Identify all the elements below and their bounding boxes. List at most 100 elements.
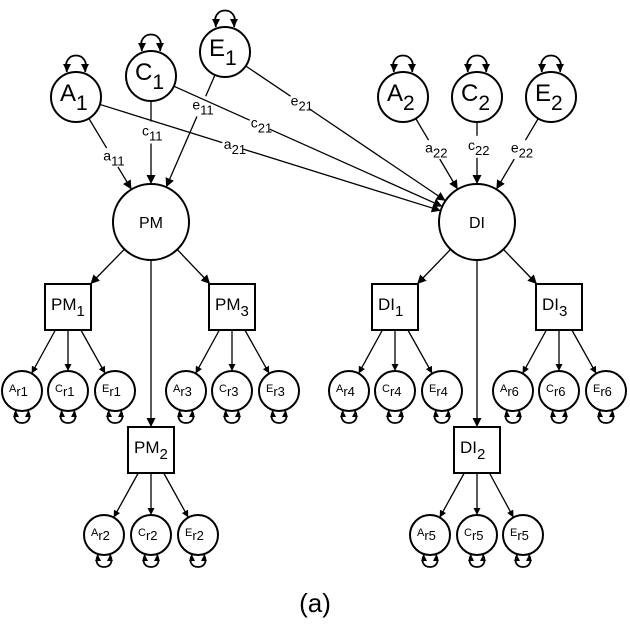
latent-variable-circle	[377, 71, 429, 123]
path-DI3-to-Er6	[571, 329, 597, 374]
edge-arrow	[243, 148, 441, 213]
latent-variable-circle	[502, 514, 544, 556]
edge-arrow	[407, 329, 433, 374]
loop-arrowhead-icon	[514, 555, 520, 561]
loop-arrowhead-icon	[550, 411, 556, 417]
node-cr2: Cr2	[130, 514, 172, 568]
node-cr6: Cr6	[538, 370, 580, 424]
node-c1: C1	[125, 33, 177, 102]
edge-arrow	[31, 329, 56, 374]
node-a1: A1	[50, 54, 102, 123]
node-label-subscript: r6	[600, 384, 612, 399]
observed-variable-box	[453, 426, 501, 474]
variance-loop-icon	[214, 9, 236, 28]
node-label: C2	[461, 80, 490, 115]
node-ar1: Ar1	[1, 370, 43, 424]
node-label-subscript: r3	[180, 384, 192, 399]
node-label-subscript: r2	[98, 528, 110, 543]
node-label: DI1	[378, 295, 403, 320]
edge-arrow	[308, 107, 446, 202]
loop-arrowhead-icon	[154, 555, 160, 561]
loop-arrowhead-icon	[390, 64, 398, 72]
node-label: Ar5	[417, 527, 436, 543]
node-pm: PM	[112, 183, 190, 261]
node-label-base: C	[135, 59, 152, 86]
node-label: Ar2	[91, 527, 110, 543]
node-label-base: DI	[542, 295, 559, 314]
latent-variable-circle	[409, 514, 451, 556]
node-label-subscript: 1	[76, 92, 88, 115]
loop-arrowhead-icon	[270, 411, 276, 417]
node-label-base: PM	[134, 438, 160, 457]
node-label-subscript: 1	[77, 303, 85, 320]
path-PM1-to-Er1	[80, 329, 106, 374]
node-e2: E2	[525, 54, 577, 123]
path-A2-to-DI: a22	[415, 118, 459, 190]
loop-arrowhead-icon	[106, 411, 112, 417]
figure-caption: (a)	[299, 588, 331, 618]
edge-line	[88, 118, 108, 149]
node-label: PM	[139, 215, 163, 232]
label-subscript: 21	[232, 142, 246, 157]
observed-variable-box	[371, 283, 419, 331]
node-di3: DI3	[535, 283, 583, 331]
node-label-base: E	[185, 527, 192, 539]
path-DI3-to-Ar6	[522, 329, 547, 374]
node-c2: C2	[451, 54, 503, 123]
path-coefficient-label: e11	[192, 96, 213, 117]
node-a2: A2	[377, 54, 429, 123]
loop-arrowhead-icon	[81, 64, 89, 72]
loop-arrowhead-icon	[340, 411, 346, 417]
node-pm1: PM1	[44, 283, 92, 331]
node-label-base: C	[461, 80, 478, 107]
label-base: c	[251, 115, 258, 131]
loop-arrowhead-icon	[386, 411, 392, 417]
latent-variable-circle	[492, 370, 534, 412]
label-subscript: 11	[149, 129, 163, 144]
node-cr3: Cr3	[211, 370, 253, 424]
node-label-subscript: 2	[477, 446, 485, 463]
edge-arrow	[113, 472, 139, 518]
path-coefficient-label: c11	[142, 123, 163, 144]
loop-arrowhead-icon	[189, 555, 195, 561]
node-label: Ar6	[500, 383, 519, 399]
path-C1-to-PM: c11	[142, 101, 163, 184]
node-cr5: Cr5	[456, 514, 498, 568]
loop-arrowhead-icon	[538, 64, 546, 72]
loop-arrowhead-icon	[352, 411, 358, 417]
label-base: c	[142, 123, 149, 139]
node-label-base: C	[55, 383, 63, 395]
loop-arrowhead-icon	[25, 411, 31, 417]
variance-loop-icon	[466, 54, 488, 73]
label-subscript: 22	[475, 143, 489, 158]
loop-arrowhead-icon	[13, 411, 19, 417]
loop-arrowhead-icon	[562, 411, 568, 417]
loop-arrowhead-icon	[201, 555, 207, 561]
variance-loop-icon	[65, 54, 87, 73]
edge-line	[415, 118, 430, 141]
edge-arrow	[358, 329, 383, 374]
path-PM-to-PM1	[89, 248, 125, 285]
loop-arrowhead-icon	[504, 411, 510, 417]
loop-arrowhead-icon	[95, 555, 101, 561]
node-label: DI3	[542, 295, 567, 320]
node-label-base: A	[417, 527, 425, 539]
node-label-base: C	[219, 383, 227, 395]
path-coefficient-label: a22	[425, 140, 447, 161]
node-label-subscript: r5	[517, 528, 529, 543]
node-label-base: A	[500, 383, 508, 395]
edge-arrow	[522, 329, 547, 374]
path-A1-to-DI: a21	[99, 103, 441, 213]
node-er5: Er5	[502, 514, 544, 568]
node-label: Er5	[510, 527, 529, 543]
label-subscript: 21	[298, 98, 312, 113]
path-DI1-to-Er4	[407, 329, 433, 374]
label-base: c	[468, 137, 475, 153]
latent-variable-circle	[165, 370, 207, 412]
node-label-base: E	[510, 527, 517, 539]
node-label: Cr4	[382, 383, 402, 399]
node-label: Cr5	[464, 527, 484, 543]
edge-line	[524, 118, 539, 141]
